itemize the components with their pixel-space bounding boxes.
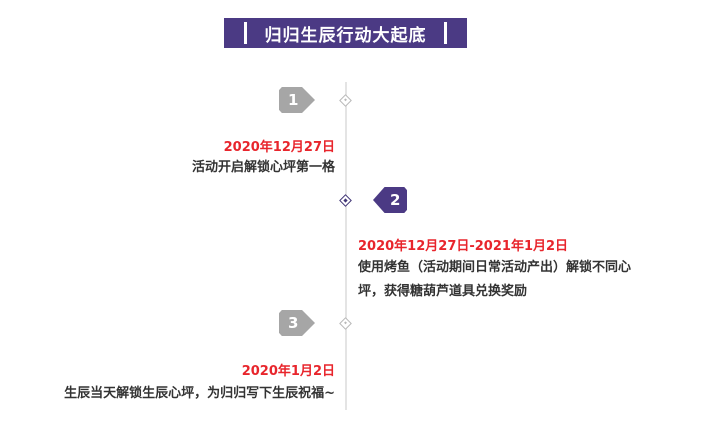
step-1-marker: 1 [279,87,315,113]
banner-right-bar [444,22,447,44]
step-number: 2 [390,191,401,209]
step-number: 1 [288,91,299,109]
description-line: 坪，获得糖葫芦道具兑换奖励 [358,284,528,299]
step-1-description: 活动开启解锁心坪第一格 [192,156,335,180]
description-line: 使用烤鱼（活动期间日常活动产出）解锁不同心 [358,260,632,275]
description-line: 活动开启解锁心坪第一格 [191,160,335,175]
step-number: 3 [288,314,299,332]
page-title: 归归生辰行动大起底 [264,25,427,46]
step-3-date: 2020年1月2日 [241,364,335,379]
title-banner: 归归生辰行动大起底 [224,18,467,48]
timeline-line [345,82,347,410]
step-3-marker: 3 [279,310,315,336]
step-1-diamond-icon [339,94,352,107]
step-2-marker: 2 [373,187,407,213]
step-2-date: 2020年12月27日-2021年1月2日 [358,239,569,254]
step-3-description: 生辰当天解锁生辰心坪，为归归写下生辰祝福~ [64,382,335,406]
step-1-date: 2020年12月27日 [223,140,335,155]
step-2-description: 使用烤鱼（活动期间日常活动产出）解锁不同心 坪，获得糖葫芦道具兑换奖励 [358,256,698,304]
step-3-diamond-icon [339,317,352,330]
step-2-diamond-icon [339,194,352,207]
description-line: 生辰当天解锁生辰心坪，为归归写下生辰祝福~ [64,386,335,401]
banner-left-bar [244,22,247,44]
